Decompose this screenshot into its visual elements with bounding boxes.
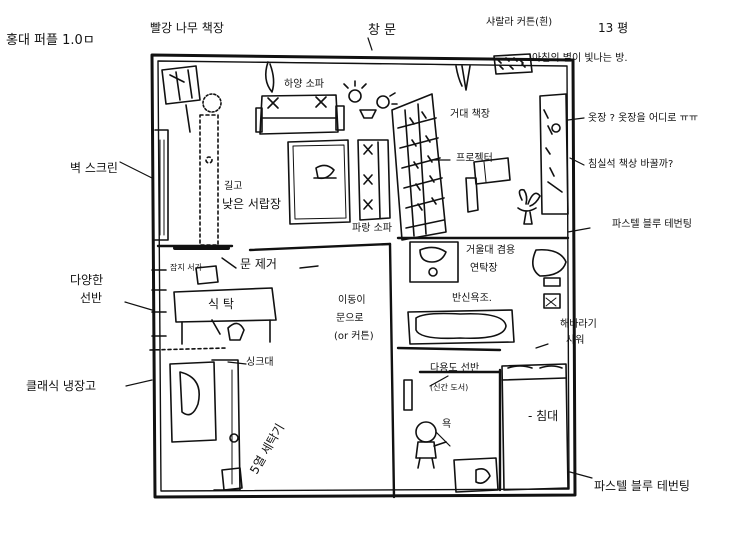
shower-label-2: 샤워 xyxy=(566,335,585,346)
area-label: 13 평 xyxy=(598,21,629,35)
kitchen-counter xyxy=(211,359,243,491)
hanging-shelf xyxy=(403,379,499,493)
wardrobe-label: 옷장 ? 옷장을 어디로 ㅠㅠ xyxy=(588,113,699,124)
title-label: 홍대 퍼플 1.0ㅁ xyxy=(6,33,95,48)
various-shelves xyxy=(149,269,227,351)
projector-label: 프로젝터 xyxy=(456,153,493,164)
shower-label-1: 해바라기 xyxy=(560,319,597,330)
rug xyxy=(287,139,351,225)
wardrobe xyxy=(539,93,569,215)
blue-sofa xyxy=(357,139,391,221)
projector xyxy=(465,157,511,213)
pastel-top-label: 파스텔 블루 테번팅 xyxy=(612,219,692,230)
stars-board xyxy=(493,53,533,75)
hanging-shelf-label-2: (신간 도서) xyxy=(430,383,469,392)
wall-screen xyxy=(154,129,169,241)
bath-label: 반신욕조. xyxy=(452,293,492,304)
lamps xyxy=(343,80,398,119)
misc-arrows xyxy=(429,343,593,479)
dining-table xyxy=(173,265,277,345)
study-desk-label: 침실석 책상 바꿀까? xyxy=(588,159,674,170)
plant xyxy=(517,188,541,225)
mirror-door-label-3: (or 커튼) xyxy=(334,331,374,342)
bathtub xyxy=(407,309,515,345)
hanging-shelf-label-1: 다용도 선반 xyxy=(430,363,480,374)
pastel-bottom-label: 파스텔 블루 테번팅 xyxy=(594,479,690,493)
window-label: 창 문 xyxy=(368,23,397,38)
low-drawer-label-line1: 길고 xyxy=(224,181,243,192)
sink-label: 싱크대 xyxy=(246,357,274,368)
white-sofa-label: 하양 소파 xyxy=(284,79,324,90)
books-label: 잡지 서가 xyxy=(170,263,202,272)
fridge-label: 클래식 냉장고 xyxy=(26,379,97,393)
character-figure xyxy=(415,421,447,469)
window xyxy=(249,55,471,93)
interior-walls xyxy=(156,236,570,499)
curtain-label: 샤랄라 커튼(흰) xyxy=(486,17,553,28)
fridge xyxy=(169,361,217,443)
table-label: 식 탁 xyxy=(208,297,234,311)
bed xyxy=(501,363,569,491)
big-bookshelf-label: 거대 책장 xyxy=(450,109,490,120)
label-pointers xyxy=(119,37,591,387)
shelves-label-line2: 선반 xyxy=(80,291,103,305)
low-drawer-label-line2: 낮은 서랍장 xyxy=(222,197,282,211)
stars-label: 아침의 별이 빛나는 방. xyxy=(532,53,628,64)
toilet xyxy=(532,248,567,287)
white-sofa xyxy=(255,94,345,135)
shelves-label-line1: 다양한 xyxy=(70,273,104,287)
blue-sofa-label: 파랑 소파 xyxy=(352,223,392,234)
laundry-label-1: 거울대 겸용 xyxy=(466,245,516,256)
laundry-sink xyxy=(409,241,459,283)
bed-label: - 침대 xyxy=(528,409,559,423)
wall-screen-label: 벽 스크린 xyxy=(70,161,118,175)
sink-pointer xyxy=(227,361,247,365)
big-bookshelf xyxy=(391,93,447,241)
shower xyxy=(543,293,561,309)
door-remove-arrow xyxy=(221,257,319,269)
red-bookshelf-label: 빨강 나무 책장 xyxy=(150,21,224,35)
low-drawer xyxy=(199,114,219,246)
mirror-door-label-1: 이동이 xyxy=(338,295,366,306)
red-bookshelf xyxy=(161,65,222,133)
laundry-label-2: 연탁장 xyxy=(470,263,498,274)
cat-label: 욕 xyxy=(442,419,452,430)
mirror-door-label-2: 문으로 xyxy=(336,313,364,324)
door-remove-label: 문 제거 xyxy=(240,257,277,271)
